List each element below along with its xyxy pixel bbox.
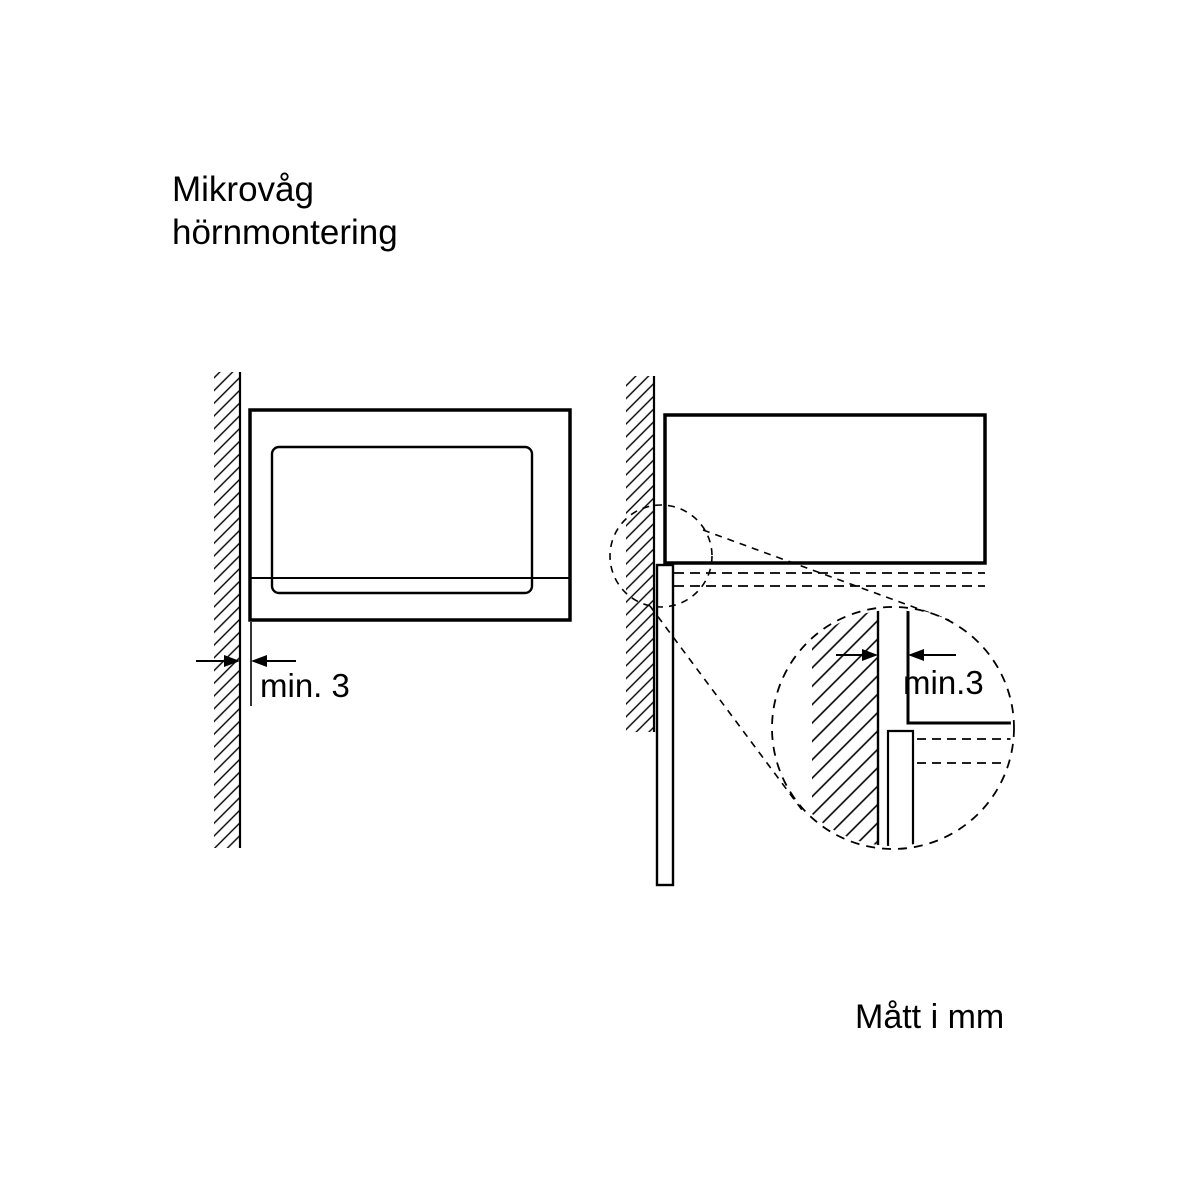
- arrow-right-icon: [862, 649, 878, 661]
- trim-panel: [655, 563, 675, 887]
- page-title-line1: Mikrovåg: [172, 170, 314, 209]
- side-wall-hatching: [626, 376, 654, 732]
- detail-dimension-label: min.3: [903, 664, 984, 701]
- page-title-line2: hörnmontering: [172, 213, 398, 252]
- arrow-right-icon: [224, 655, 240, 667]
- microwave-door-window: [270, 445, 534, 595]
- arrow-left-icon: [251, 655, 267, 667]
- front-dimension-label: min. 3: [260, 667, 350, 704]
- detail-leader-line-lower: [649, 605, 806, 815]
- arrow-left-icon: [908, 649, 924, 661]
- detail-contents: [812, 610, 1011, 846]
- detail-leader-line-upper: [702, 529, 950, 621]
- detail-dimension-min3: [836, 649, 956, 661]
- side-view: [609, 376, 987, 887]
- detail-wall-hatching: [812, 610, 878, 846]
- detail-callout-circle-small: [609, 504, 713, 608]
- front-dimension-min3: [196, 655, 296, 667]
- units-note: Mått i mm: [855, 998, 1004, 1036]
- microwave-side-outline: [663, 413, 987, 565]
- front-wall-hatching: [214, 372, 240, 848]
- detail-trim-panel: [886, 729, 915, 846]
- microwave-front-outline: [248, 408, 572, 622]
- detail-view: min.3: [771, 606, 1015, 850]
- front-view: min. 3: [196, 372, 572, 848]
